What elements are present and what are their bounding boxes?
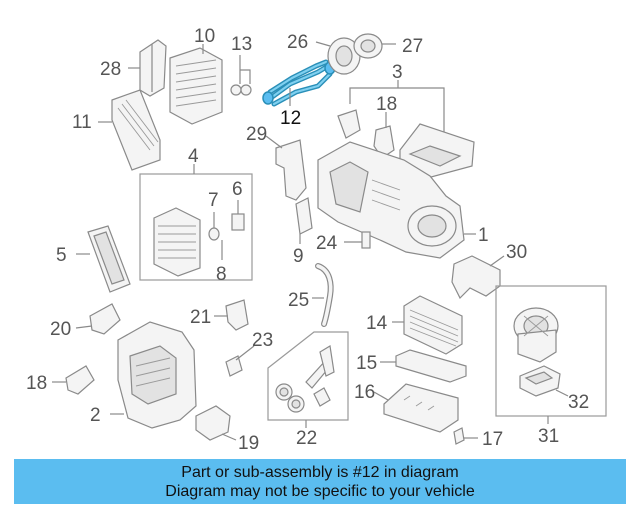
part-28-bracket bbox=[128, 39, 167, 97]
callout-10: 10 bbox=[194, 26, 215, 47]
callout-12: 12 bbox=[280, 108, 301, 129]
part-24-bolt bbox=[344, 231, 371, 249]
part-20-actuator bbox=[75, 303, 121, 335]
callout-26: 26 bbox=[287, 32, 308, 53]
callout-13: 13 bbox=[231, 34, 252, 55]
part-4-evaporator bbox=[153, 207, 201, 277]
callout-11: 11 bbox=[72, 112, 92, 133]
part-27-seal bbox=[353, 33, 396, 59]
part-3-leader bbox=[349, 80, 445, 136]
callout-16: 16 bbox=[354, 382, 375, 403]
part-3-housing bbox=[399, 123, 475, 181]
part-22-linkage bbox=[275, 345, 335, 413]
part-18-clip-top bbox=[337, 109, 395, 159]
banner-line-part-number: Part or sub-assembly is #12 in diagram bbox=[181, 463, 459, 481]
part-9-sensor bbox=[295, 197, 313, 244]
part-1-hvac-unit bbox=[317, 141, 476, 259]
callout-19: 19 bbox=[238, 433, 259, 454]
callout-14: 14 bbox=[366, 313, 388, 334]
callout-21: 21 bbox=[190, 307, 211, 328]
callout-15: 15 bbox=[356, 353, 377, 374]
part-21-bracket bbox=[214, 299, 249, 331]
part-32-resistor bbox=[519, 365, 569, 397]
callout-5: 5 bbox=[56, 245, 67, 266]
part-31-blower-motor bbox=[513, 307, 559, 363]
part-30-bracket bbox=[451, 255, 505, 300]
info-banner: Part or sub-assembly is #12 in diagram D… bbox=[14, 459, 626, 504]
callout-31: 31 bbox=[538, 426, 559, 447]
part-19-actuator bbox=[195, 405, 237, 441]
callout-30: 30 bbox=[506, 242, 527, 263]
callout-27: 27 bbox=[402, 36, 423, 57]
part-5-filter-panel bbox=[76, 225, 131, 293]
part-25-hose bbox=[312, 263, 334, 327]
callout-3: 3 bbox=[392, 62, 403, 83]
callout-18-lower: 18 bbox=[26, 373, 47, 394]
part-14-filter bbox=[392, 295, 463, 355]
part-31-group-box bbox=[495, 285, 607, 424]
callout-4: 4 bbox=[188, 146, 199, 167]
callout-32: 32 bbox=[568, 392, 589, 413]
callout-28: 28 bbox=[100, 59, 121, 80]
callout-9: 9 bbox=[293, 246, 304, 267]
callout-23: 23 bbox=[252, 330, 273, 351]
banner-line-disclaimer: Diagram may not be specific to your vehi… bbox=[165, 482, 475, 500]
callout-7: 7 bbox=[208, 190, 219, 211]
callout-6: 6 bbox=[232, 179, 243, 200]
part-15-flap bbox=[380, 349, 467, 383]
callout-2: 2 bbox=[90, 405, 101, 426]
part-16-tray bbox=[373, 383, 459, 433]
part-17-bolt bbox=[453, 427, 478, 445]
part-7-oring bbox=[208, 212, 220, 241]
part-22-group-box bbox=[267, 331, 349, 428]
part-23-sensor bbox=[225, 345, 255, 377]
callout-24: 24 bbox=[316, 233, 338, 254]
callout-25: 25 bbox=[288, 290, 309, 311]
part-6-valve bbox=[231, 200, 245, 231]
part-13-seals bbox=[230, 55, 252, 96]
callout-17: 17 bbox=[482, 429, 503, 450]
part-11-heater-core bbox=[98, 89, 161, 171]
part-10-filter bbox=[169, 44, 223, 125]
callout-8: 8 bbox=[216, 264, 227, 285]
part-2-lower-housing bbox=[110, 321, 197, 429]
callout-29: 29 bbox=[246, 124, 267, 145]
callout-18-top: 18 bbox=[376, 94, 397, 115]
part-18-clip-lower bbox=[52, 365, 95, 395]
part-4-group-box bbox=[139, 164, 253, 281]
callout-1: 1 bbox=[478, 225, 489, 246]
part-29-bracket bbox=[265, 135, 307, 201]
part-12-heater-pipe bbox=[262, 59, 336, 107]
callout-22: 22 bbox=[296, 428, 317, 449]
parts-diagram: 10 13 26 27 28 3 12 18 11 29 4 7 6 1 24 … bbox=[26, 26, 607, 454]
callout-labels: 10 13 26 27 28 3 12 18 11 29 4 7 6 1 24 … bbox=[26, 26, 589, 454]
callout-20: 20 bbox=[50, 319, 71, 340]
